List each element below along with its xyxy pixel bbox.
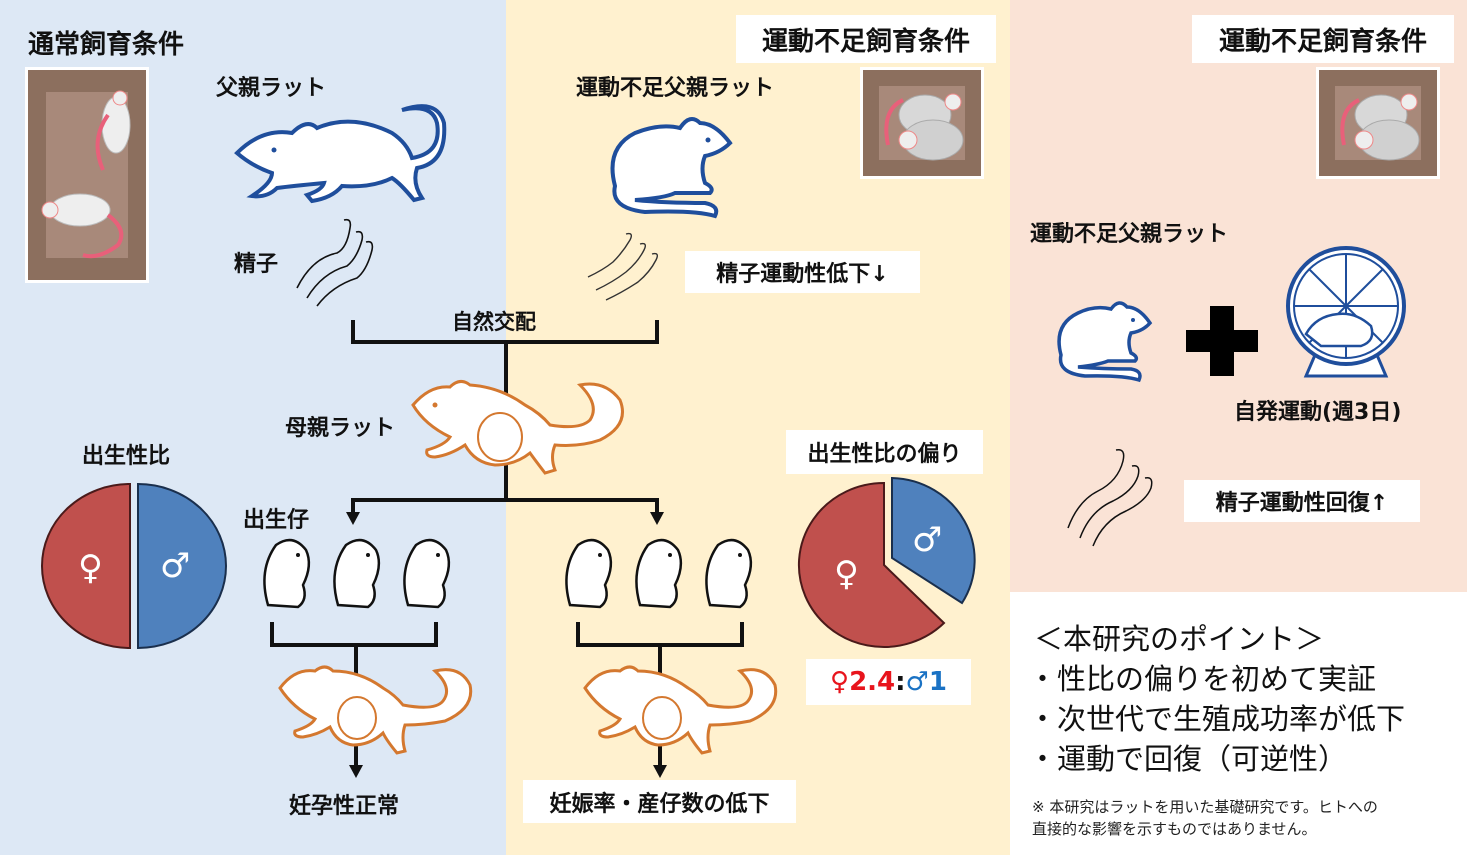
offspring-split-bar [351,498,659,502]
female-symbol: ♀ [834,554,859,594]
skewed-sex-ratio-title: 出生性比の偏り [786,430,983,474]
arrow-down-icon [346,512,360,525]
pups-bracket-right [740,622,744,646]
natural-mating-label: 自然交配 [452,310,536,334]
running-wheel-icon [1286,246,1406,378]
father-rat-icon [234,104,447,204]
cage-rats-icon [41,90,131,259]
offspring-label: 出生仔 [243,508,310,533]
sex-ratio-value: ♀2.4:♂1 [806,659,971,705]
normal-condition-title: 通常飼育条件 [28,30,185,60]
plus-icon [1186,306,1258,376]
recovered-sperm-icon [1067,448,1153,547]
female-symbol: ♀ [78,548,103,588]
arrow-down-icon [650,512,664,525]
exercise-father-label: 運動不足父親ラット [1030,222,1229,247]
sperm-motility-decrease-label: 精子運動性低下↓ [685,251,920,293]
male-symbol: ♂ [912,520,943,560]
ratio-separator: : [895,667,906,697]
offspring-pups-sedentary-icon [565,538,753,609]
ratio-male-symbol: ♂ [905,667,929,697]
voluntary-exercise-label: 自発運動(週3日) [1234,400,1402,425]
cage-rats-crowded-icon [884,93,964,161]
sedentary-cage-image [860,67,984,179]
sex-ratio-pie-normal [41,482,227,650]
mother-rat-label: 母親ラット [285,416,396,441]
research-point-item: ・運動で回復（可逆性） [1028,742,1348,776]
sex-ratio-title: 出生性比 [82,444,171,469]
offspring-split-right [655,498,659,512]
pregnant-mother-rat-icon [411,380,624,475]
sperm-motility-recovery-label: 精子運動性回復↑ [1184,480,1420,522]
next-gen-mother-rat-sedentary-icon [583,665,778,755]
sedentary-father-label: 運動不足父親ラット [576,76,775,101]
pups-bracket-left [576,622,580,646]
exercise-condition-title: 運動不足飼育条件 [1192,15,1454,63]
male-symbol: ♂ [160,546,191,586]
sperm-label: 精子 [234,252,279,277]
sex-ratio-pie-skewed [797,476,976,648]
arrow-down-icon [349,765,363,778]
research-point-item: ・次世代で生殖成功率が低下 [1028,702,1406,736]
ratio-male-value: 1 [928,667,947,697]
sedentary-father-rat-icon [610,117,733,219]
sperm-icon [296,218,374,307]
research-points-box: ＜本研究のポイント＞ ・性比の偏りを初めて実証 ・次世代で生殖成功率が低下 ・運… [1010,592,1467,855]
pups-bracket-right [434,622,438,646]
ratio-female-symbol: ♀ [830,667,850,697]
ratio-female-value: 2.4 [849,667,896,697]
pups-bracket-left [270,622,274,646]
research-point-item: ・性比の偏りを初めて実証 [1028,662,1377,696]
weak-sperm-icon [587,232,659,301]
mating-bracket-right [655,320,659,344]
mating-bracket-left [351,320,355,344]
exercise-father-rat-icon [1057,301,1153,383]
arrow-down-icon [653,765,667,778]
outcome-reduced-pregnancy: 妊娠率・産仔数の低下 [523,780,796,823]
next-gen-mother-rat-icon [278,665,473,755]
cage-rats-crowded-icon [1340,93,1420,161]
sedentary-condition-title: 運動不足飼育条件 [736,15,996,63]
offspring-split-left [351,498,355,512]
outcome-normal-fertility: 妊孕性正常 [289,794,400,819]
exercise-cage-image [1316,67,1440,179]
offspring-pups-normal-icon [263,538,451,609]
father-rat-label: 父親ラット [216,76,327,101]
research-points-title: ＜本研究のポイント＞ [1034,622,1325,656]
disclaimer-note: ※ 本研究はラットを用いた基礎研究です。ヒトへの [1032,798,1378,816]
disclaimer-note: 直接的な影響を示すものではありません。 [1032,820,1317,838]
normal-cage-image [25,67,149,283]
